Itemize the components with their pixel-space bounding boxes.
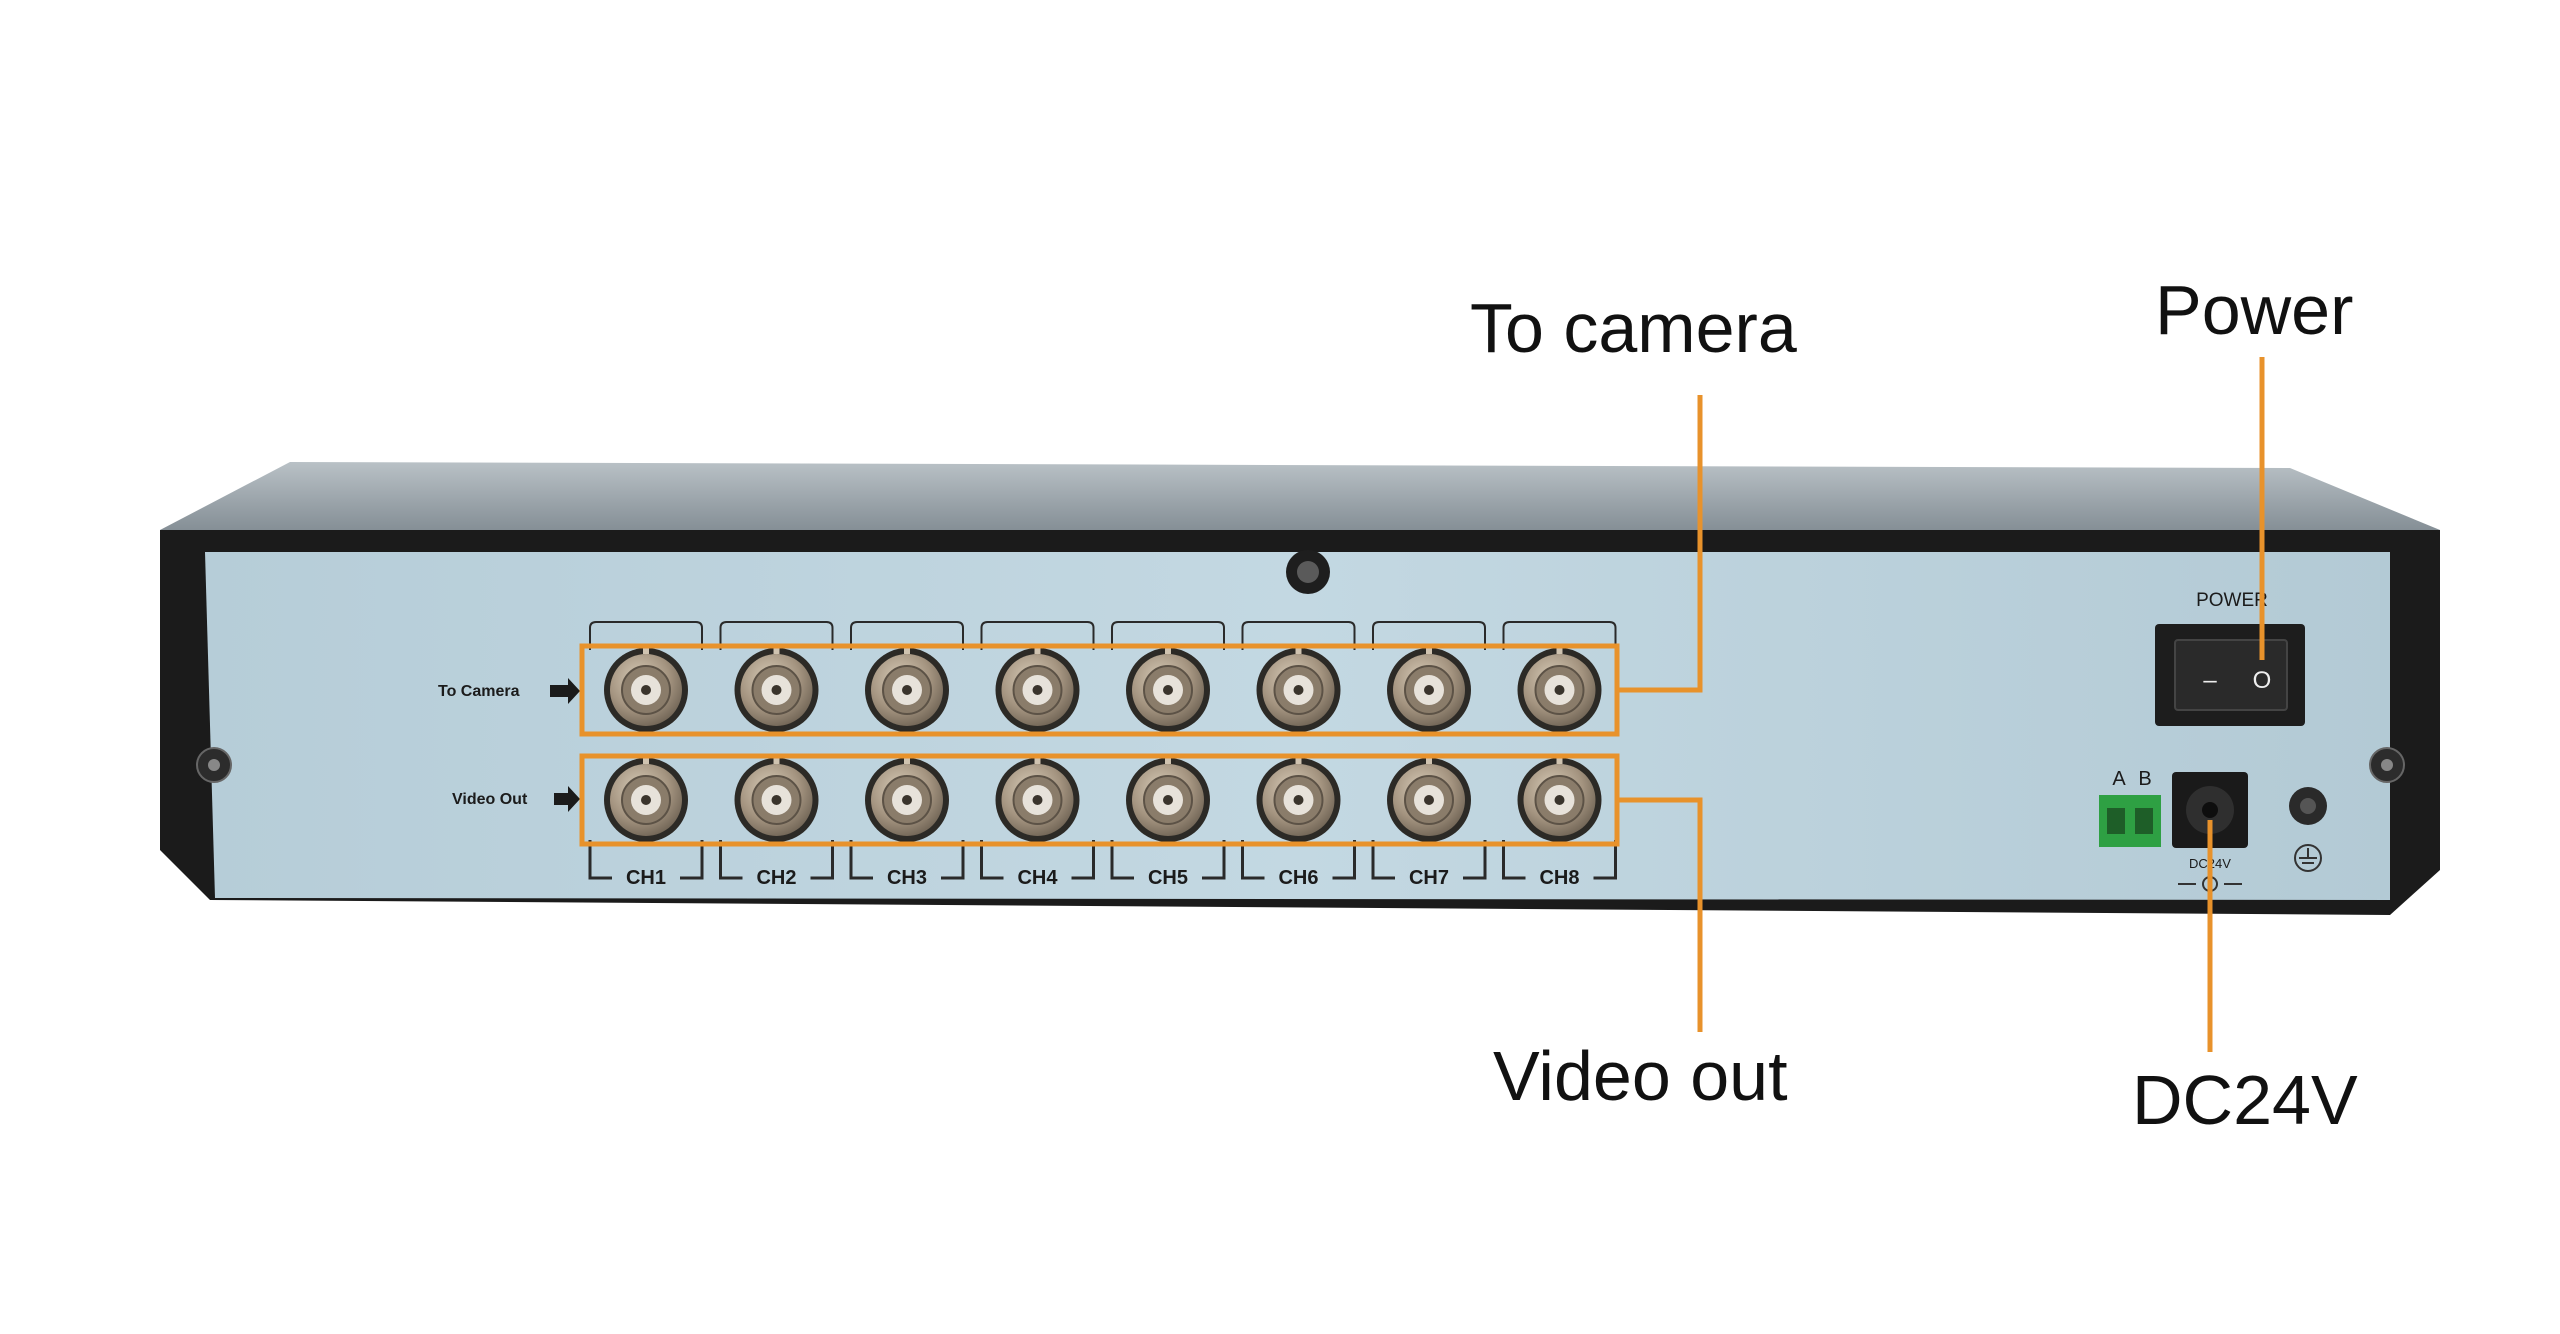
channel-bay-outline	[1502, 621, 1617, 650]
bnc-connector-video-out-ch3[interactable]	[865, 756, 949, 842]
terminal-label-b: B	[2138, 768, 2151, 790]
channel-bracket	[849, 840, 965, 880]
channel-bracket	[588, 840, 704, 880]
channel-label-ch4: CH4	[1017, 867, 1058, 889]
bnc-connector-to-camera-ch2[interactable]	[734, 646, 819, 732]
ground-screw	[2289, 787, 2327, 825]
row-label-video-out: Video Out	[452, 791, 528, 808]
bnc-connector-video-out-ch6[interactable]	[1256, 756, 1341, 842]
bnc-connector-video-out-ch2[interactable]	[734, 756, 819, 842]
bnc-connector-grid: CH1 CH2 CH3 CH4 CH5 CH6 CH7 CH8	[588, 621, 1617, 889]
bnc-connector-video-out-ch5[interactable]	[1126, 756, 1210, 842]
channel-bay-outline	[1111, 621, 1225, 650]
bnc-connector-to-camera-ch5[interactable]	[1126, 646, 1210, 732]
chassis-top	[160, 462, 2440, 530]
rs485-terminal-block[interactable]	[2099, 795, 2161, 847]
dc-power-jack[interactable]	[2172, 772, 2248, 848]
bnc-connector-to-camera-ch1[interactable]	[604, 646, 688, 732]
bnc-connector-video-out-ch4[interactable]	[995, 756, 1080, 842]
to-camera-leader-line	[1617, 395, 1703, 693]
power-switch-off-mark: O	[2253, 667, 2272, 694]
power-switch-on-mark: –	[2203, 667, 2217, 694]
callout-to-camera: To camera	[1470, 289, 1797, 367]
panel-screw-left	[196, 747, 232, 783]
channel-bay-outline	[589, 621, 703, 650]
channel-label-ch5: CH5	[1148, 867, 1188, 889]
bnc-connector-to-camera-ch7[interactable]	[1387, 646, 1471, 732]
bnc-connector-video-out-ch7[interactable]	[1387, 756, 1471, 842]
callout-video-out: Video out	[1493, 1037, 1788, 1115]
channel-label-ch7: CH7	[1409, 867, 1449, 889]
channel-bay-outline	[980, 621, 1095, 650]
bnc-connector-to-camera-ch6[interactable]	[1256, 646, 1341, 732]
channel-bay-outline	[1372, 621, 1486, 650]
power-switch[interactable]	[2174, 639, 2288, 711]
power-panel-label: POWER	[2196, 590, 2268, 611]
ground-icon	[2294, 844, 2322, 872]
channel-bracket	[1502, 840, 1617, 880]
channel-bracket	[1371, 840, 1487, 880]
channel-label-ch2: CH2	[756, 867, 796, 889]
bnc-connector-to-camera-ch3[interactable]	[865, 646, 949, 732]
terminal-label-a: A	[2112, 768, 2126, 790]
video-out-leader-line	[1617, 797, 1703, 1032]
bnc-connector-video-out-ch8[interactable]	[1517, 756, 1602, 842]
channel-label-ch8: CH8	[1539, 867, 1579, 889]
channel-bracket	[1241, 840, 1356, 880]
row-label-to-camera: To Camera	[438, 683, 520, 700]
channel-bay-outline	[719, 621, 834, 650]
panel-screw-top	[1286, 550, 1330, 594]
channel-label-ch3: CH3	[887, 867, 927, 889]
bnc-connector-to-camera-ch4[interactable]	[995, 646, 1080, 732]
callout-dc24v: DC24V	[2132, 1061, 2358, 1139]
arrow-icon	[550, 678, 580, 704]
bnc-connector-to-camera-ch8[interactable]	[1517, 646, 1602, 732]
channel-bracket	[1110, 840, 1226, 880]
channel-bracket	[719, 840, 834, 880]
arrow-icon	[554, 786, 580, 812]
channel-label-ch6: CH6	[1278, 867, 1318, 889]
channel-bay-outline	[850, 621, 964, 650]
panel-screw-right	[2369, 747, 2405, 783]
callout-power: Power	[2155, 271, 2353, 349]
bnc-connector-video-out-ch1[interactable]	[604, 756, 688, 842]
channel-bracket	[980, 840, 1095, 880]
channel-label-ch1: CH1	[626, 867, 666, 889]
channel-bay-outline	[1241, 621, 1356, 650]
